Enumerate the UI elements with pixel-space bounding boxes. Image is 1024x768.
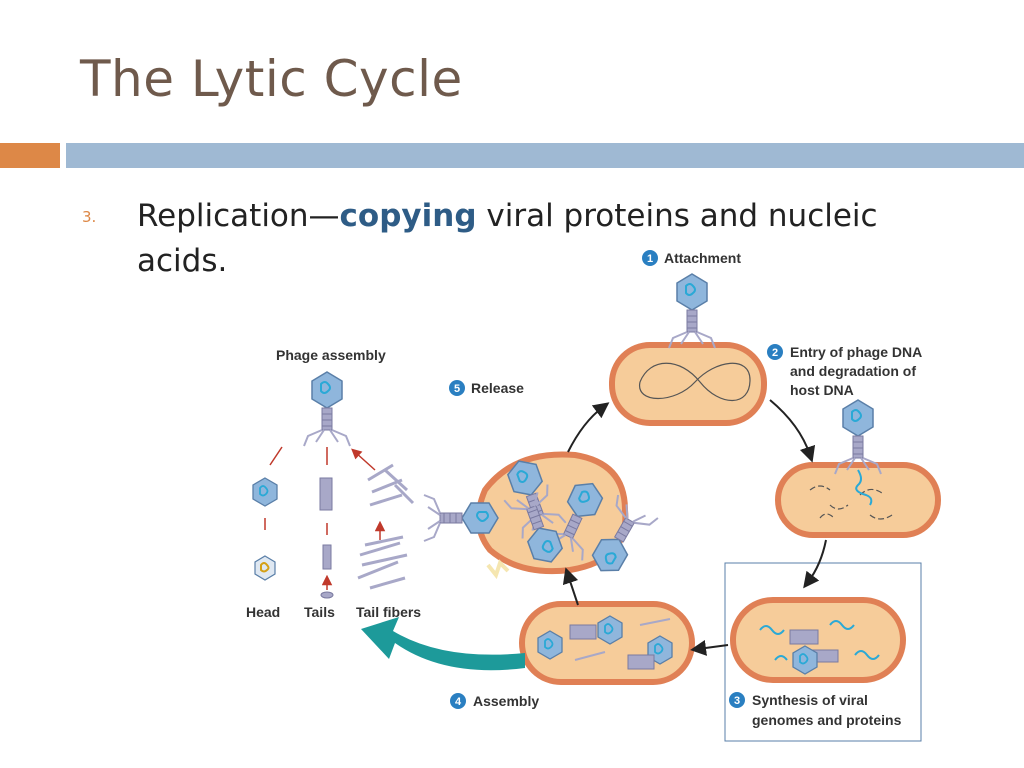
accent-bar-orange bbox=[0, 143, 60, 168]
badge-step-2: 2 Entry of phage DNA and degradation of … bbox=[767, 344, 922, 398]
slide-title: The Lytic Cycle bbox=[80, 50, 463, 108]
badge-step-1: 1 Attachment bbox=[642, 250, 741, 266]
bullet-text: Replication—copying viral proteins and n… bbox=[137, 194, 957, 284]
cycle-arrows bbox=[562, 399, 827, 656]
cell-release bbox=[423, 451, 659, 584]
assembly-arrow bbox=[361, 617, 525, 671]
step-1-label: Attachment bbox=[664, 250, 741, 266]
part-label-head: Head bbox=[246, 604, 280, 620]
badge-step-5: 5 Release bbox=[449, 380, 524, 396]
part-label-tail-fibers: Tail fibers bbox=[356, 604, 421, 620]
cell-entry bbox=[775, 399, 941, 538]
accent-bar-blue bbox=[66, 143, 1024, 168]
bullet-text-post: viral proteins and nucleic acids. bbox=[137, 198, 878, 279]
bullet-number: 3. bbox=[82, 208, 97, 226]
step-5-number: 5 bbox=[454, 383, 460, 395]
badge-step-4: 4 Assembly bbox=[450, 693, 539, 709]
cell-attachment bbox=[609, 273, 767, 426]
step-2-number: 2 bbox=[772, 347, 778, 359]
step-2-label-line-2: and degradation of bbox=[790, 363, 916, 379]
step-3-label-line-1: Synthesis of viral bbox=[752, 692, 868, 708]
badge-step-3: 3 Synthesis of viral genomes and protein… bbox=[729, 692, 902, 728]
part-label-tails: Tails bbox=[304, 604, 335, 620]
step-5-label: Release bbox=[471, 380, 524, 396]
step-1-number: 1 bbox=[647, 253, 653, 265]
cell-assembly bbox=[519, 601, 695, 685]
phage-assembly-panel: Phage assembly Head Tails Tail fibers bbox=[246, 347, 421, 620]
cell-synthesis bbox=[730, 597, 906, 683]
step-2-label-line-1: Entry of phage DNA bbox=[790, 344, 922, 360]
phage-assembly-title: Phage assembly bbox=[276, 347, 386, 363]
bullet-highlight: copying bbox=[339, 198, 477, 234]
bullet-text-pre: Replication— bbox=[137, 198, 340, 234]
step-4-label: Assembly bbox=[473, 693, 539, 709]
step-3-label-line-2: genomes and proteins bbox=[752, 712, 902, 728]
step-4-number: 4 bbox=[455, 696, 462, 708]
step-3-number: 3 bbox=[734, 695, 740, 707]
synthesis-frame bbox=[724, 562, 922, 742]
step-2-label-line-3: host DNA bbox=[790, 382, 854, 398]
